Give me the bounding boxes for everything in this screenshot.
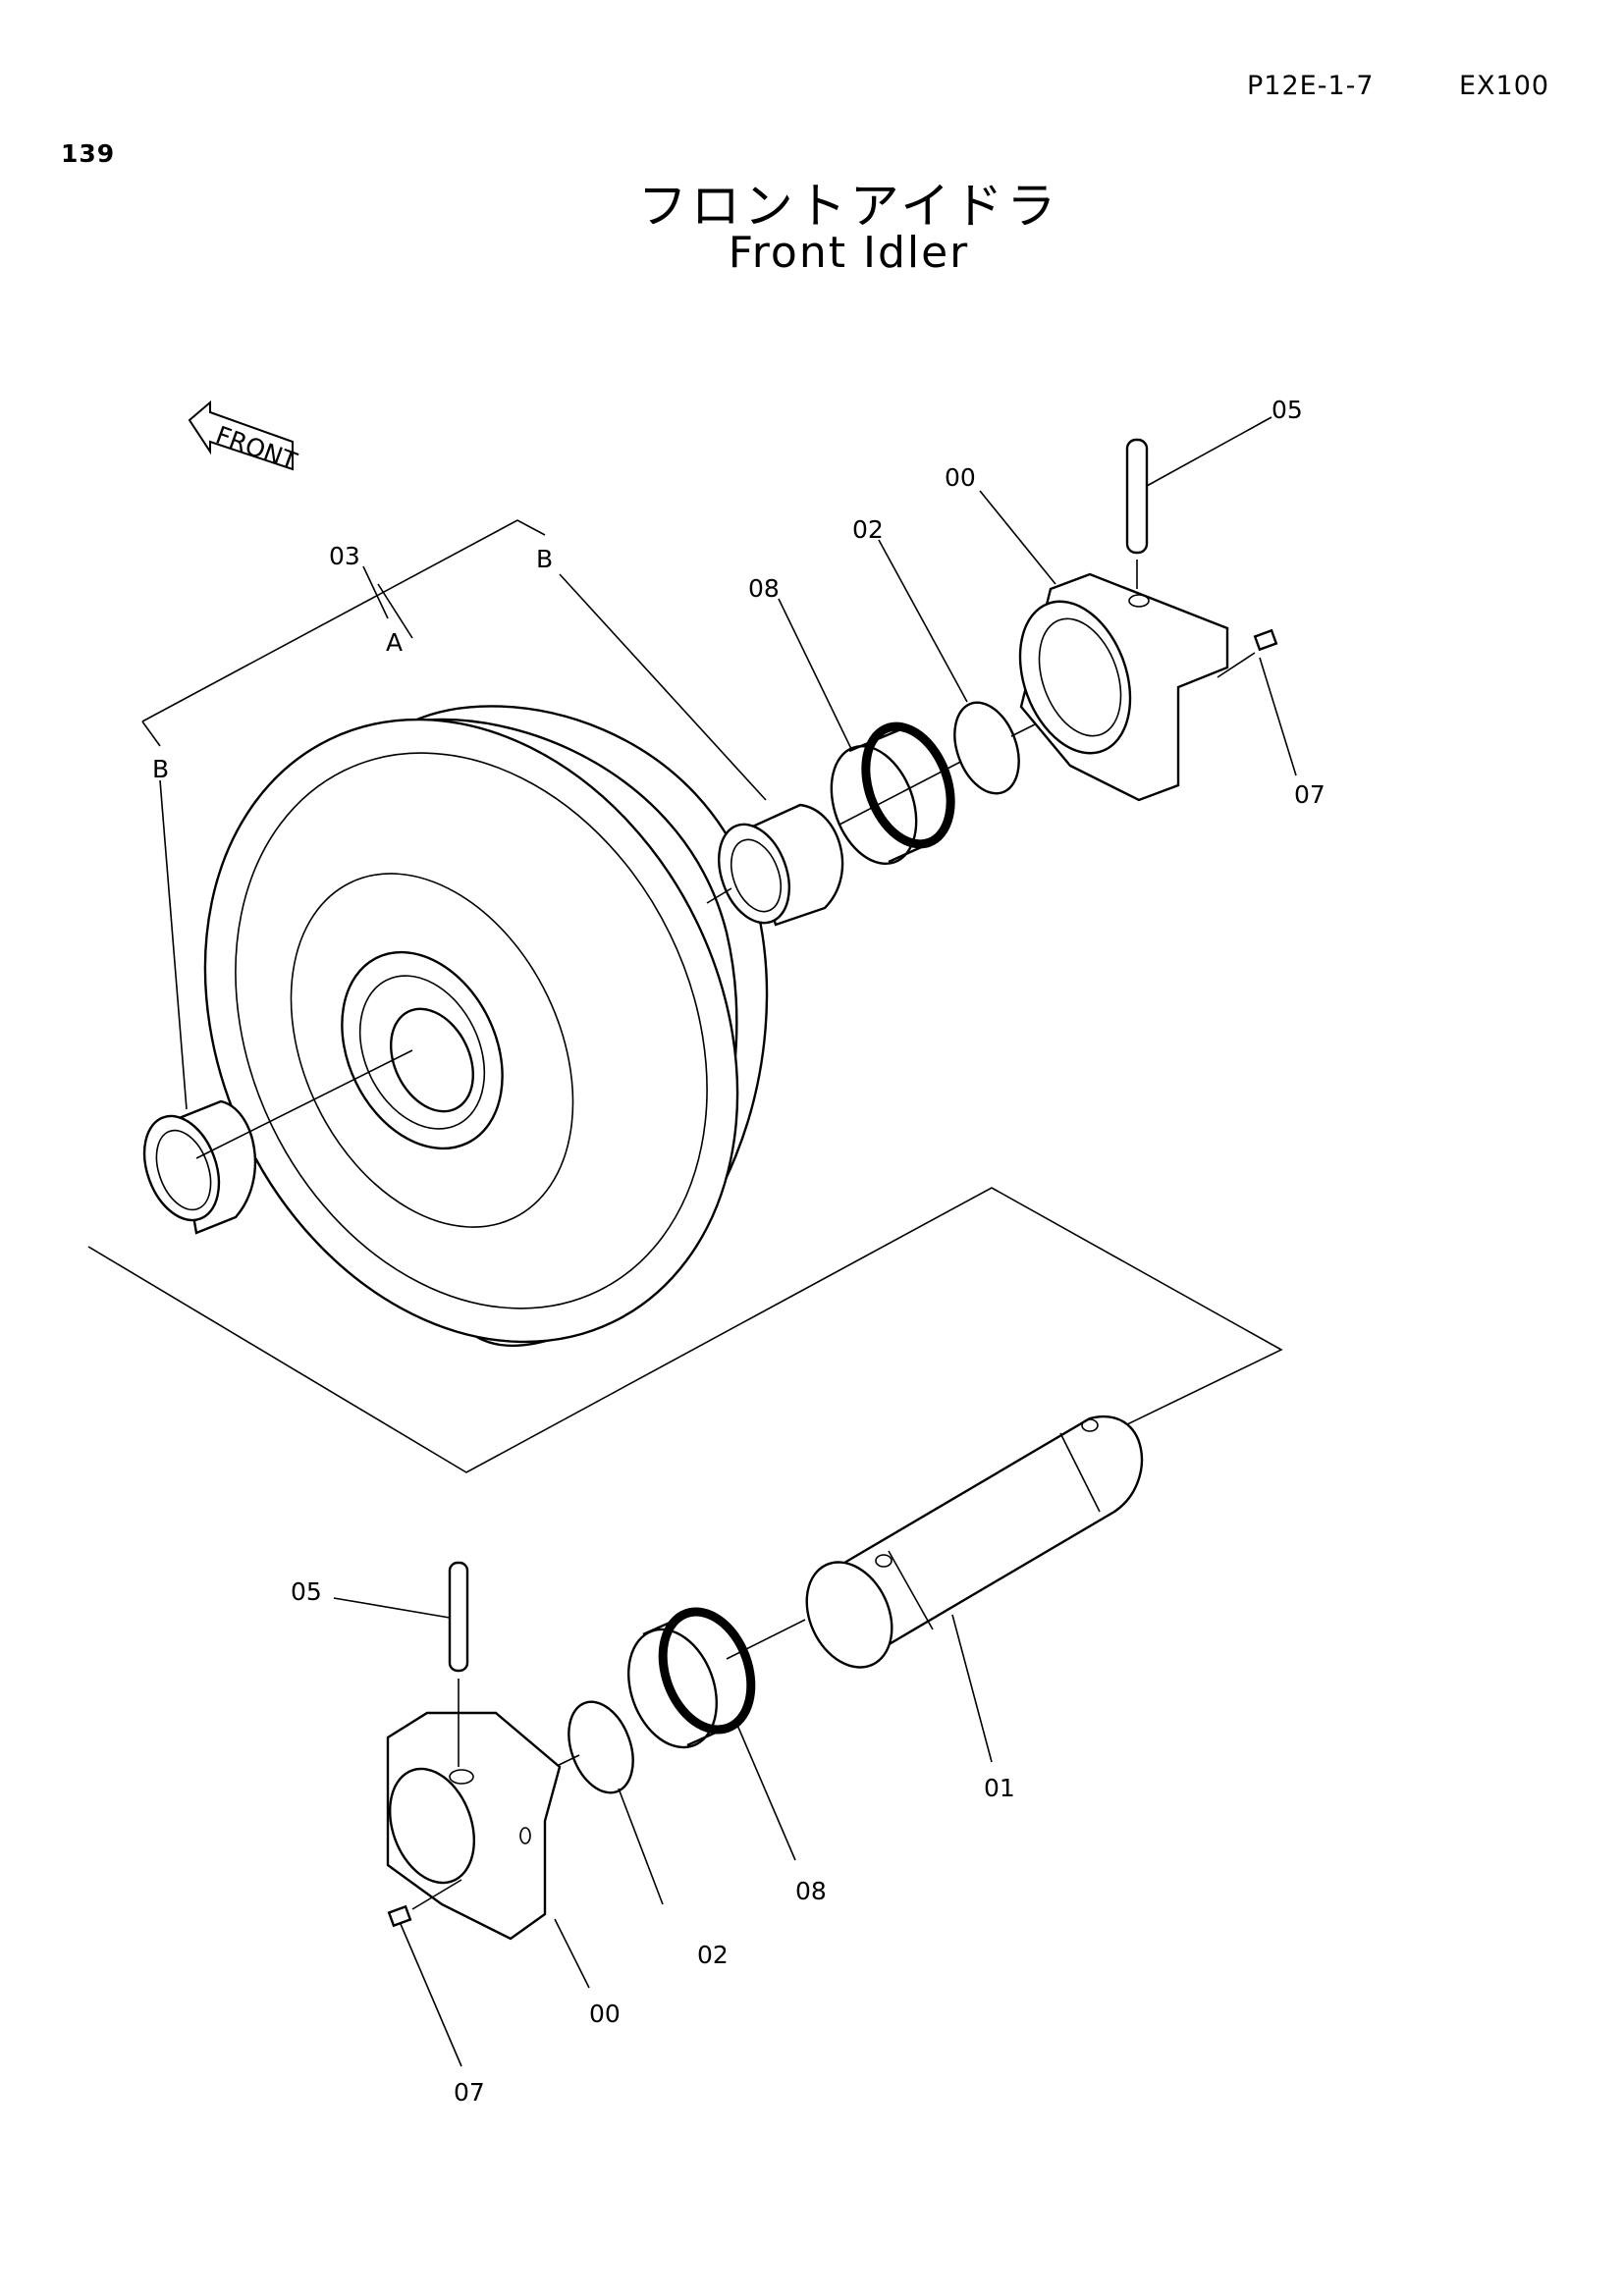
callout-02-upper: 02 xyxy=(852,515,884,544)
reference-code: P12E-1-7 xyxy=(1247,71,1375,101)
callout-07-upper: 07 xyxy=(1294,780,1325,809)
support-bracket-lower xyxy=(386,1711,562,1941)
callout-A: A xyxy=(386,628,403,657)
reference-bracket-upper xyxy=(141,519,767,1110)
callout-B-top: B xyxy=(536,545,553,573)
reference-plane-lower xyxy=(87,1187,1283,1473)
callout-08-upper: 08 xyxy=(748,574,780,603)
callout-01: 01 xyxy=(984,1774,1015,1802)
o-ring-lower xyxy=(568,1700,634,1794)
callout-03: 03 xyxy=(329,542,360,570)
pin-upper xyxy=(1125,438,1149,589)
title-japanese: フロントアイドラ xyxy=(637,178,1060,235)
title-english: Front Idler xyxy=(728,228,970,278)
bushing-left xyxy=(142,1049,413,1235)
floating-seal-lower xyxy=(626,1607,806,1749)
floating-seal-upper xyxy=(830,721,973,866)
callout-00-lower: 00 xyxy=(589,2000,621,2028)
callout-B-left: B xyxy=(152,755,169,783)
callout-05-lower: 05 xyxy=(291,1577,322,1606)
callout-07-lower: 07 xyxy=(454,2078,485,2107)
front-arrow-icon: FRONT xyxy=(188,400,301,476)
o-ring-upper xyxy=(953,701,1020,795)
pin-lower xyxy=(448,1561,469,1767)
callout-05-upper: 05 xyxy=(1271,396,1303,424)
idler-wheel xyxy=(203,705,769,1348)
support-bracket-upper xyxy=(1018,572,1229,802)
callout-labels: 05 00 02 08 07 03 A B B 05 02 08 01 00 0… xyxy=(152,396,1325,2107)
callout-00-upper: 00 xyxy=(945,463,976,492)
page-number: 139 xyxy=(61,139,116,168)
screw-upper xyxy=(1217,628,1278,678)
screw-lower xyxy=(387,1879,462,1928)
callout-08-lower: 08 xyxy=(795,1877,827,1905)
leader-lines xyxy=(333,416,1297,2067)
model-name: EX100 xyxy=(1459,71,1550,101)
bushing-right xyxy=(706,803,844,927)
callout-02-lower: 02 xyxy=(697,1941,729,1969)
shaft xyxy=(805,1415,1144,1669)
